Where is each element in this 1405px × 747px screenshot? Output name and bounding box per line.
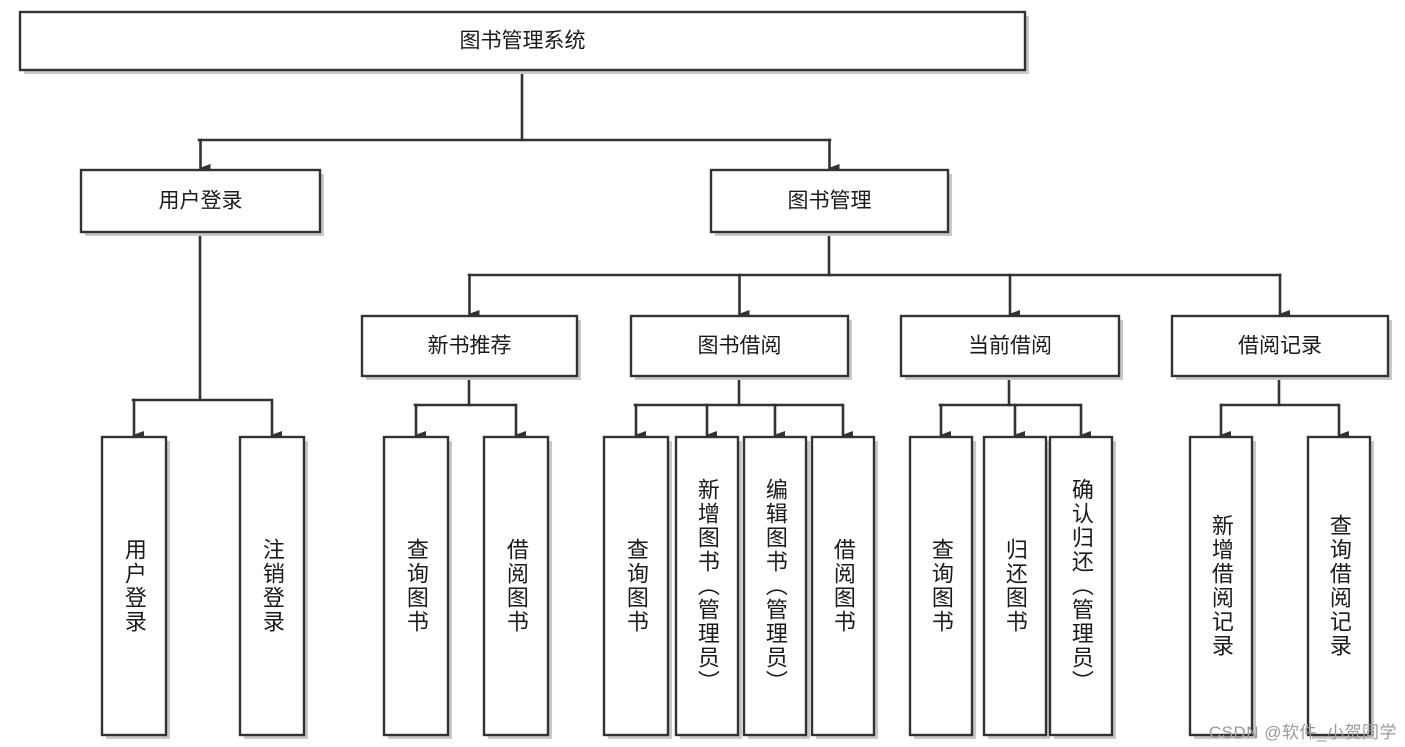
node-border[interactable] bbox=[810, 435, 876, 737]
node-border[interactable] bbox=[982, 435, 1048, 737]
node-leaf-query-record[interactable] bbox=[1306, 435, 1374, 739]
node-label-current-borrow: 当前借阅 bbox=[968, 335, 1052, 358]
node-border[interactable] bbox=[674, 435, 740, 737]
connector-group-bus-new-book-rec bbox=[413, 374, 517, 407]
node-leaf-confirm-return[interactable] bbox=[1048, 435, 1116, 739]
node-leaf-user-login[interactable] bbox=[100, 435, 170, 739]
node-border[interactable] bbox=[908, 435, 974, 737]
node-label-new-book-rec: 新书推荐 bbox=[428, 335, 512, 358]
node-leaf-user-logout[interactable] bbox=[238, 435, 308, 739]
watermark-text: CSDN @软件_小贺同学 bbox=[1208, 723, 1397, 742]
node-leaf-borrow-book-1[interactable] bbox=[482, 435, 552, 739]
node-root[interactable] bbox=[18, 10, 1029, 74]
node-label-root: 图书管理系统 bbox=[460, 30, 586, 53]
node-border[interactable] bbox=[79, 168, 322, 234]
node-border[interactable] bbox=[1170, 314, 1390, 378]
node-border[interactable] bbox=[602, 435, 670, 737]
node-book-borrow[interactable] bbox=[629, 314, 852, 380]
node-user-login[interactable] bbox=[79, 168, 324, 236]
node-border[interactable] bbox=[899, 314, 1121, 378]
node-leaf-query-book-1[interactable] bbox=[382, 435, 452, 739]
connector-group-bus-current-borrow bbox=[938, 374, 1082, 407]
node-new-book-rec[interactable] bbox=[360, 314, 581, 380]
node-label-user-login: 用户登录 bbox=[159, 190, 243, 213]
node-border[interactable] bbox=[100, 435, 168, 737]
node-border[interactable] bbox=[1048, 435, 1114, 737]
node-border[interactable] bbox=[238, 435, 306, 737]
node-book-manage[interactable] bbox=[709, 168, 952, 236]
node-border[interactable] bbox=[382, 435, 450, 737]
connector-group-bus-book-borrow bbox=[633, 374, 844, 407]
node-current-borrow[interactable] bbox=[899, 314, 1123, 380]
node-border[interactable] bbox=[1188, 435, 1254, 737]
connector-group-bus-user-login bbox=[131, 230, 273, 402]
node-border[interactable] bbox=[360, 314, 579, 378]
node-label-book-manage: 图书管理 bbox=[788, 190, 872, 213]
node-leaf-return-book[interactable] bbox=[982, 435, 1050, 739]
node-border[interactable] bbox=[482, 435, 550, 737]
node-border[interactable] bbox=[1306, 435, 1372, 737]
node-leaf-add-record[interactable] bbox=[1188, 435, 1256, 739]
connector-layer bbox=[131, 68, 1349, 439]
node-border[interactable] bbox=[18, 10, 1027, 72]
node-label-book-borrow: 图书借阅 bbox=[698, 335, 782, 358]
node-border[interactable] bbox=[742, 435, 808, 737]
connector-group-bus-book-manage bbox=[467, 230, 1282, 277]
node-leaf-borrow-book-2[interactable] bbox=[810, 435, 878, 739]
node-borrow-record[interactable] bbox=[1170, 314, 1392, 380]
connector-group-bus-root bbox=[197, 68, 832, 142]
node-leaf-query-book-2[interactable] bbox=[602, 435, 672, 739]
node-leaf-add-book[interactable] bbox=[674, 435, 742, 739]
node-border[interactable] bbox=[709, 168, 950, 234]
box-layer bbox=[18, 10, 1392, 739]
node-label-borrow-record: 借阅记录 bbox=[1238, 335, 1322, 358]
node-leaf-query-book-3[interactable] bbox=[908, 435, 976, 739]
node-border[interactable] bbox=[629, 314, 850, 378]
connector-group-bus-borrow-record bbox=[1219, 374, 1340, 407]
node-leaf-edit-book[interactable] bbox=[742, 435, 810, 739]
